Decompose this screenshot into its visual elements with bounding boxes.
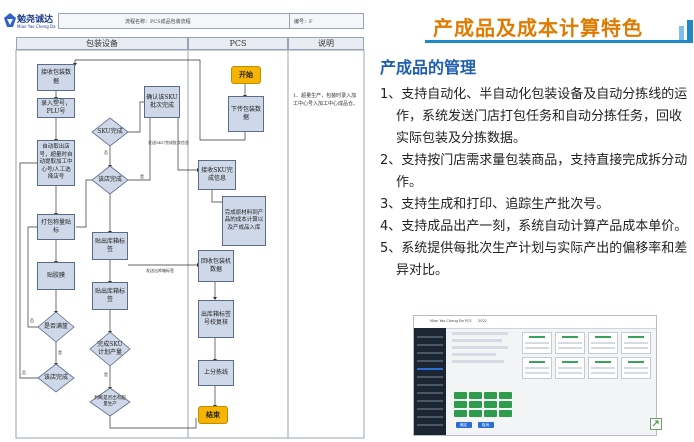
decision-sku-complete	[91, 117, 129, 147]
node-confirm-sku-batch: 确认该SKU批次完成	[144, 86, 180, 118]
decision-label-sku-complete: SKU完成	[97, 128, 123, 136]
slide-title: 产成品及成本计算特色	[433, 16, 643, 40]
node-outbound-label-1: 贴出库箱标签	[92, 232, 128, 260]
company-logo: 勉尧诚达 Mian Yao Cheng Da	[3, 10, 56, 36]
node-cost-calculation: 完成原材料到产品的成本计算以及产成品入库	[222, 196, 266, 246]
branch-no-3: 否	[22, 370, 26, 375]
process-name: 流程名称：PCS成品包装流程	[125, 19, 191, 25]
process-code-cell: 编号：F	[289, 13, 364, 29]
decision-label-basket-full: 是否满筐	[43, 323, 68, 331]
feature-item: 5、系统提供每批次生产计划与实际产出的偏移率和差异对比。	[380, 241, 688, 278]
branch-no-1: 否	[104, 150, 108, 155]
branch-yes-2: 是	[58, 350, 62, 355]
app-topbar: Mian Yao Cheng Da PCS 2022	[414, 316, 656, 329]
decision-store-complete	[91, 165, 129, 195]
node-end: 结束	[198, 406, 228, 424]
app-confirm-button[interactable]: 确定	[456, 422, 472, 428]
flowchart-document: 勉尧诚达 Mian Yao Cheng Da 流程名称：PCS成品包装流程 编号…	[3, 10, 365, 439]
app-cancel-button[interactable]: 取消	[478, 422, 494, 428]
feature-item: 2、支持按门店需求量包装商品，支持直接完成拆分动作。	[380, 153, 688, 190]
feature-item: 4、支持成品出产一刻，系统自动计算产品成本单价。	[380, 219, 688, 234]
node-weigh-label: 打包称量贴标	[37, 214, 75, 240]
app-header-text: Mian Yao Cheng Da PCS	[430, 319, 472, 323]
node-enter-plu: 录入塑号，PLU号	[37, 98, 75, 118]
node-download-data: 下传包装数据	[228, 96, 264, 132]
arrow-label-sku-batch: 发送SKU完成批次信息	[148, 140, 189, 145]
arrow-label-outbound: 发送出库箱标签	[146, 268, 174, 273]
decision-store-complete-2	[37, 363, 75, 393]
branch-yes-1: 是	[140, 174, 144, 179]
node-recover-machine-data: 回收包装机数据	[198, 250, 234, 282]
logo-subtitle: Mian Yao Cheng Da	[17, 24, 56, 29]
node-start: 开始	[231, 66, 261, 84]
decision-plan-output	[89, 331, 131, 367]
node-sorting-line: 上分拣线	[198, 360, 234, 386]
feature-item: 1、支持自动化、半自动化包装设备及自动分拣线的运作，系统发送门店打包任务和自动分…	[380, 87, 688, 146]
process-code: 编号：F	[294, 19, 313, 25]
feature-list: 1、支持自动化、半自动化包装设备及自动分拣线的运作，系统发送门店打包任务和自动分…	[380, 84, 692, 282]
decision-basket-full	[37, 311, 75, 343]
logo-mark-icon	[4, 13, 16, 27]
app-order-no: 2022	[478, 319, 487, 323]
process-note: 1、超量生产，包装时录入加工中心号入加工中心成品仓。	[293, 93, 359, 107]
branch-yes-3: 是	[104, 372, 108, 377]
app-form	[452, 332, 512, 392]
node-outbound-label-2: 贴出库箱标签	[92, 282, 128, 310]
branch-no-2: 否	[30, 318, 34, 323]
section-title: 产成品的管理	[380, 58, 477, 77]
app-sidebar	[414, 328, 446, 435]
node-auto-store-number: 自动取出店号，超量时自动提取加工中心号/人工选择店号	[37, 140, 75, 186]
banner-decoration	[425, 20, 693, 43]
decision-overproduction	[89, 387, 131, 417]
node-receive-sku-info: 接收SKU完成信息	[198, 160, 236, 190]
decision-label-overproduction: 判断是否出有超量生产	[94, 396, 126, 407]
title-banner: 产成品及成本计算特色	[425, 10, 693, 48]
node-film: 贴胶膜	[37, 262, 75, 290]
decision-label-plan-output: 完成SKU计划产量	[97, 341, 123, 356]
decision-label-store-complete: 该店完成	[97, 176, 122, 184]
expand-icon[interactable]	[650, 418, 662, 430]
decision-label-store-complete-2: 该店完成	[43, 374, 68, 382]
node-label-verify: 出库箱标签号校复核	[198, 300, 234, 338]
logo-text: 勉尧诚达	[17, 15, 54, 25]
node-receive-packing-data: 接收包装数据	[37, 64, 75, 91]
feature-item: 3、支持生成和打印、追踪生产批次号。	[380, 197, 610, 212]
software-screenshot: Mian Yao Cheng Da PCS 2022 确定 取消	[413, 315, 657, 436]
